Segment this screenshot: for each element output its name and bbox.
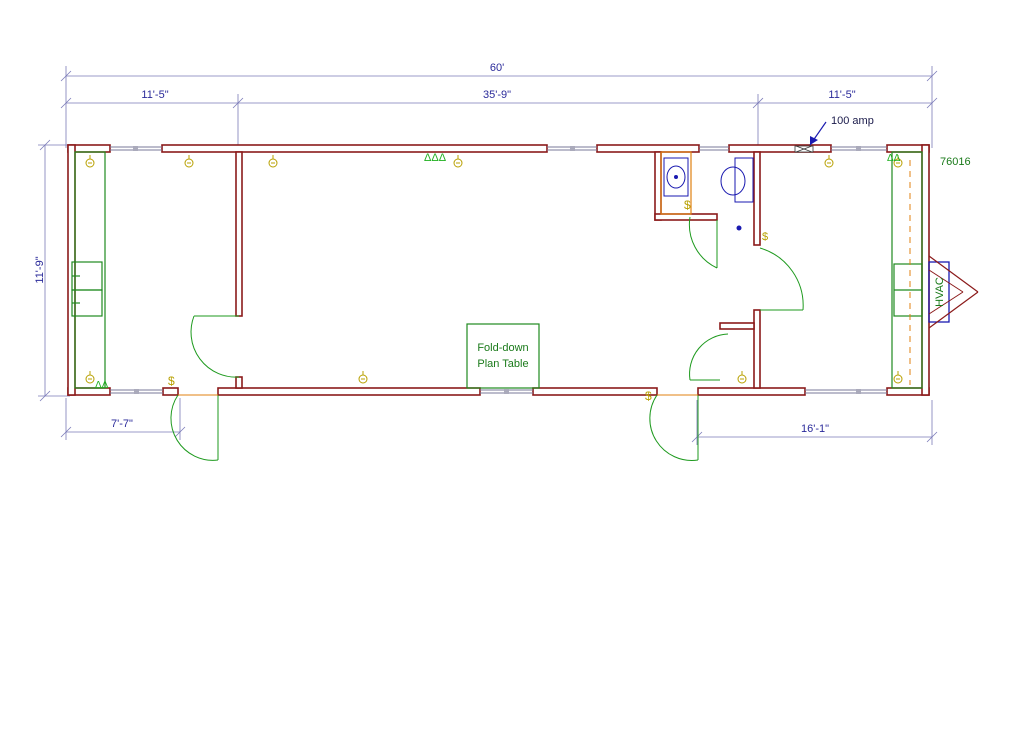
windows (110, 146, 887, 394)
light-icon (358, 371, 368, 384)
dimension-lines (38, 66, 938, 445)
light-fixtures (85, 155, 903, 384)
model-number: 76016 (940, 156, 971, 168)
dim-overall-label: 60' (490, 62, 504, 74)
electric-panel-label: 100 amp (831, 115, 874, 127)
switch-symbol: $ (168, 374, 175, 388)
sink (660, 151, 692, 215)
dim-right-section-label: 11'-5" (828, 89, 855, 101)
light-icon (893, 155, 903, 168)
electric-panel (794, 121, 827, 153)
outlet-pair-symbol: ΔΔ (887, 153, 901, 164)
dim-left-door-offset-label: 7'-7" (111, 418, 133, 430)
light-icon (184, 155, 194, 168)
door-right-office (759, 247, 804, 311)
right-counter (891, 151, 923, 389)
light-icon (893, 371, 903, 384)
hvac-label: HVAC (934, 277, 946, 307)
door-entry-left (170, 394, 219, 461)
light-icon (268, 155, 278, 168)
light-icon (85, 155, 95, 168)
hvac-unit (928, 255, 979, 329)
door-entry-right (649, 394, 699, 461)
left-counter (71, 151, 106, 389)
dim-left-section-label: 11'-5" (141, 89, 168, 101)
door-closet (689, 333, 729, 381)
dim-middle-section-label: 35'-9" (483, 89, 511, 101)
drain-icon (736, 225, 742, 231)
door-restroom (688, 216, 718, 269)
toilet (720, 157, 754, 203)
plan-table (466, 323, 540, 389)
switch-symbol: $ (645, 389, 652, 403)
light-icon (737, 371, 747, 384)
door-office-interior (190, 315, 240, 378)
plan-table-label-line2: Plan Table (477, 358, 528, 370)
light-icon (453, 155, 463, 168)
dim-height-label: 11'-9" (34, 256, 46, 283)
switch-symbol: $ (684, 198, 691, 212)
light-icon (85, 371, 95, 384)
light-icon (824, 155, 834, 168)
outlet-pair-symbol: ΔΔ (95, 380, 109, 391)
dim-right-door-offset-label: 16'-1" (801, 423, 829, 435)
outlet-triple-symbol: ΔΔΔ (424, 152, 447, 164)
plan-table-label-line1: Fold-down (477, 342, 528, 354)
switch-symbol: $ (762, 231, 768, 243)
